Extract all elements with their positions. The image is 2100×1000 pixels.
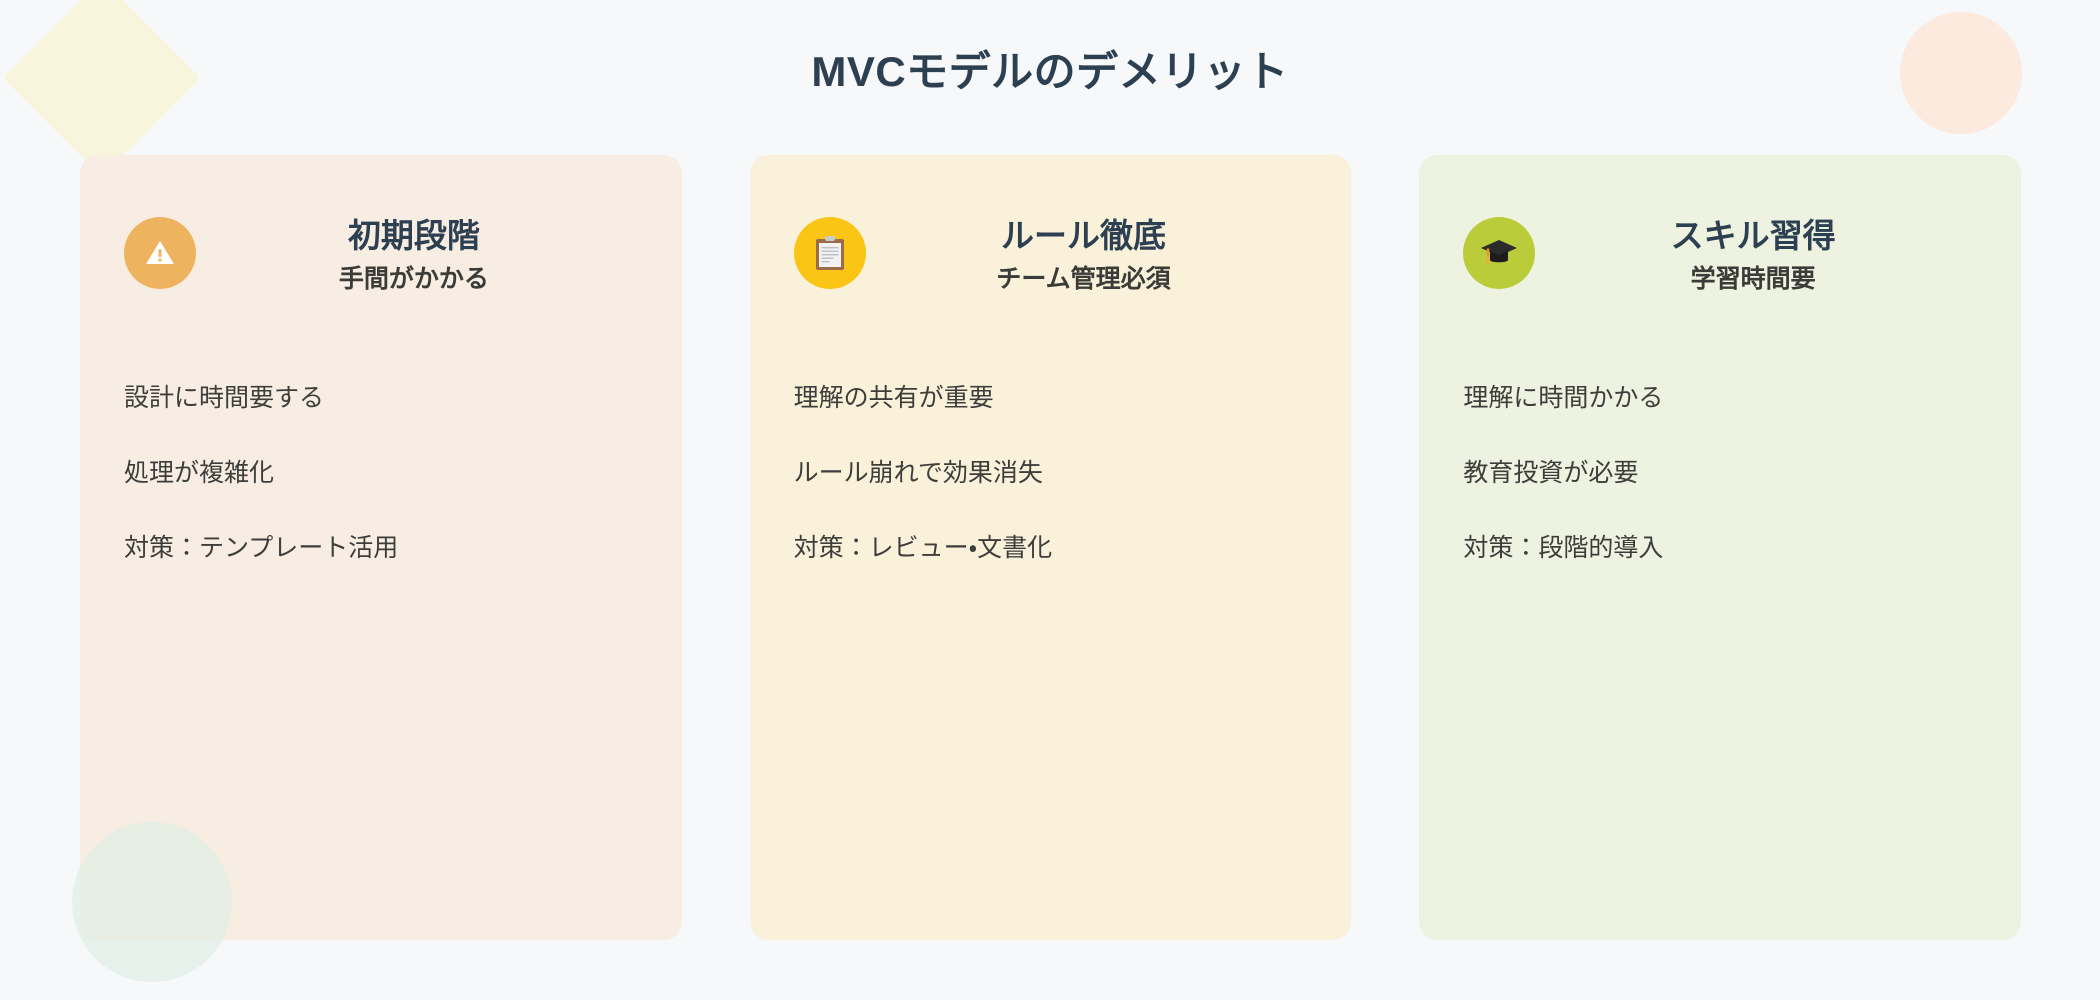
list-item: 対策：段階的導入 [1463, 534, 1664, 562]
list-item: 処理が複雑化 [124, 459, 275, 487]
card-title: ルール徹底 [1001, 217, 1166, 254]
warning-triangle-icon [124, 217, 196, 289]
card-title: スキル習得 [1670, 217, 1836, 254]
card-body: 理解の共有が重要 ルール崩れで効果消失 対策：レビュー・文書化 [794, 383, 1308, 563]
graduation-cap-icon [1463, 217, 1536, 289]
card-header: 初期段階 手間がかかる [124, 215, 638, 335]
card-subtitle: 学習時間要 [1690, 265, 1816, 294]
clipboard-icon [793, 217, 866, 289]
list-item: 理解に時間かかる [1463, 384, 1664, 412]
card-initial-stage: 初期段階 手間がかかる 設計に時間要する 処理が複雑化 対策：テンプレート活用 [80, 155, 682, 940]
card-heading-block: スキル習得 学習時間要 [1535, 215, 1977, 296]
card-subtitle: チーム管理必須 [996, 265, 1171, 294]
card-body: 設計に時間要する 処理が複雑化 対策：テンプレート活用 [124, 383, 638, 563]
list-item: 教育投資が必要 [1463, 459, 1639, 487]
card-skill-acquisition: スキル習得 学習時間要 理解に時間かかる 教育投資が必要 対策：段階的導入 [1419, 155, 2022, 940]
list-item: 設計に時間要する [124, 384, 325, 412]
card-title: 初期段階 [347, 217, 480, 254]
page-title: MVCモデルのデメリット [811, 48, 1289, 95]
list-item: 対策：レビュー・文書化 [793, 534, 1053, 562]
card-row: 初期段階 手間がかかる 設計に時間要する 処理が複雑化 対策：テンプレート活用 [80, 155, 2022, 940]
card-heading-block: 初期段階 手間がかかる [196, 215, 638, 296]
card-heading-block: ルール徹底 チーム管理必須 [866, 215, 1308, 296]
card-header: ルール徹底 チーム管理必須 [793, 215, 1308, 335]
card-body: 理解に時間かかる 教育投資が必要 対策：段階的導入 [1463, 383, 1977, 563]
list-item: 理解の共有が重要 [793, 384, 994, 412]
card-rule-enforcement: ルール徹底 チーム管理必須 理解の共有が重要 ルール崩れで効果消失 対策：レビュ… [749, 155, 1352, 940]
list-item: 対策：テンプレート活用 [124, 534, 399, 562]
list-item: ルール崩れで効果消失 [793, 459, 1043, 487]
card-header: スキル習得 学習時間要 [1463, 215, 1977, 335]
card-subtitle: 手間がかかる [338, 265, 489, 294]
